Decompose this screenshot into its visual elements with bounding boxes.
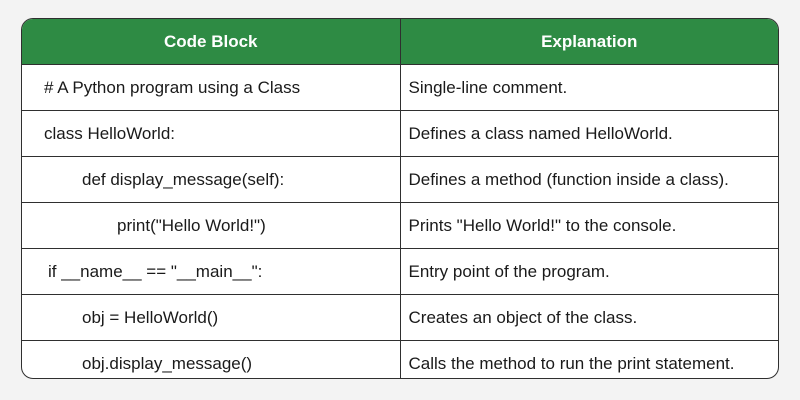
table-row: if __name__ == "__main__": Entry point o… <box>22 248 778 295</box>
table-header-row: Code Block Explanation <box>22 19 778 65</box>
code-explanation-table: Code Block Explanation # A Python progra… <box>21 18 779 379</box>
explanation-cell: Defines a method (function inside a clas… <box>400 156 778 203</box>
header-code-block: Code Block <box>22 19 401 65</box>
table-row: class HelloWorld: Defines a class named … <box>22 110 778 157</box>
code-cell: # A Python program using a Class <box>22 64 401 111</box>
code-cell: class HelloWorld: <box>22 110 401 157</box>
explanation-cell: Creates an object of the class. <box>400 294 778 341</box>
code-cell: def display_message(self): <box>22 156 401 203</box>
header-explanation: Explanation <box>400 19 778 65</box>
table-row: obj = HelloWorld() Creates an object of … <box>22 294 778 341</box>
code-cell: obj.display_message() <box>22 340 401 378</box>
code-cell: if __name__ == "__main__": <box>22 248 401 295</box>
code-cell: obj = HelloWorld() <box>22 294 401 341</box>
explanation-cell: Calls the method to run the print statem… <box>408 353 735 373</box>
explanation-cell: Single-line comment. <box>400 64 778 111</box>
code-cell: print("Hello World!") <box>22 202 401 249</box>
explanation-cell: Entry point of the program. <box>400 248 778 295</box>
explanation-cell: Defines a class named HelloWorld. <box>400 110 778 157</box>
table-row: def display_message(self): Defines a met… <box>22 156 778 203</box>
table-row: # A Python program using a Class Single-… <box>22 64 778 111</box>
explanation-cell: Prints "Hello World!" to the console. <box>400 202 778 249</box>
table-row: print("Hello World!") Prints "Hello Worl… <box>22 202 778 249</box>
table: Code Block Explanation # A Python progra… <box>22 19 778 378</box>
table-row: obj.display_message() Calls the method t… <box>22 340 778 378</box>
